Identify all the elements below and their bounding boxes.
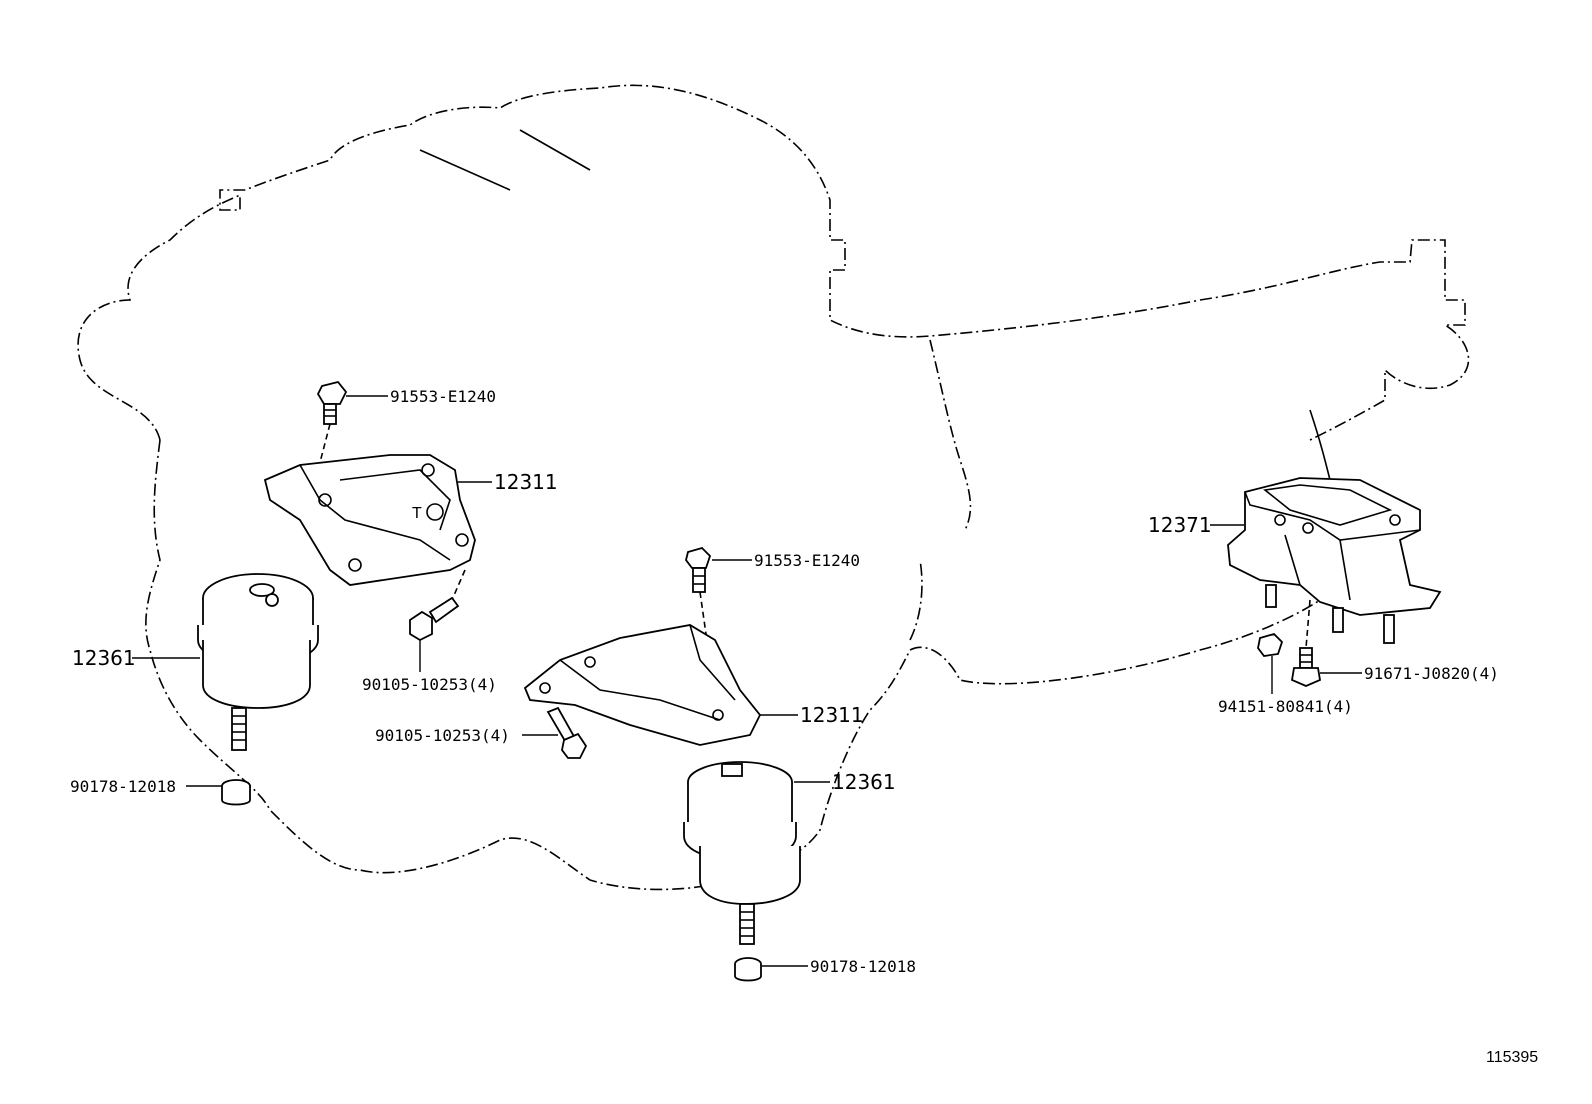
- bolt-91671-rear[interactable]: [1290, 647, 1322, 687]
- figure-number: 115395: [1486, 1049, 1538, 1066]
- label-90178-left: 90178-12018: [70, 777, 176, 796]
- label-91553-center: 91553-E1240: [754, 551, 860, 570]
- label-90178-center: 90178-12018: [810, 957, 916, 976]
- bracket-12311-left[interactable]: T: [263, 454, 476, 586]
- label-12361-left: 12361: [72, 646, 136, 670]
- label-12311-left: 12311: [494, 470, 558, 494]
- label-90105-left: 90105-10253(4): [362, 675, 497, 694]
- nut-94151-rear[interactable]: [1257, 632, 1284, 657]
- engine-phantom-outline: [77, 84, 1470, 891]
- bolt-91553-center[interactable]: [685, 546, 712, 593]
- bolt-91553-left[interactable]: [316, 380, 348, 425]
- label-90105-center: 90105-10253(4): [375, 726, 510, 745]
- svg-text:T: T: [412, 505, 422, 522]
- label-91553-left: 91553-E1240: [390, 387, 496, 406]
- label-91671: 91671-J0820(4): [1364, 664, 1499, 683]
- insulator-12361-left[interactable]: [197, 573, 319, 751]
- rear-mount-12371[interactable]: [1227, 477, 1442, 644]
- label-12311-center: 12311: [800, 703, 864, 727]
- insulator-12361-center[interactable]: [683, 761, 801, 945]
- label-12361-center: 12361: [832, 770, 896, 794]
- label-94151: 94151-80841(4): [1218, 697, 1353, 716]
- bracket-12311-center[interactable]: [523, 624, 762, 746]
- nut-90178-center[interactable]: [734, 957, 762, 982]
- bolt-90105-center[interactable]: [546, 706, 588, 759]
- nut-90178-left[interactable]: [221, 779, 251, 806]
- label-12371: 12371: [1148, 513, 1212, 537]
- bolt-90105-left[interactable]: [409, 596, 460, 642]
